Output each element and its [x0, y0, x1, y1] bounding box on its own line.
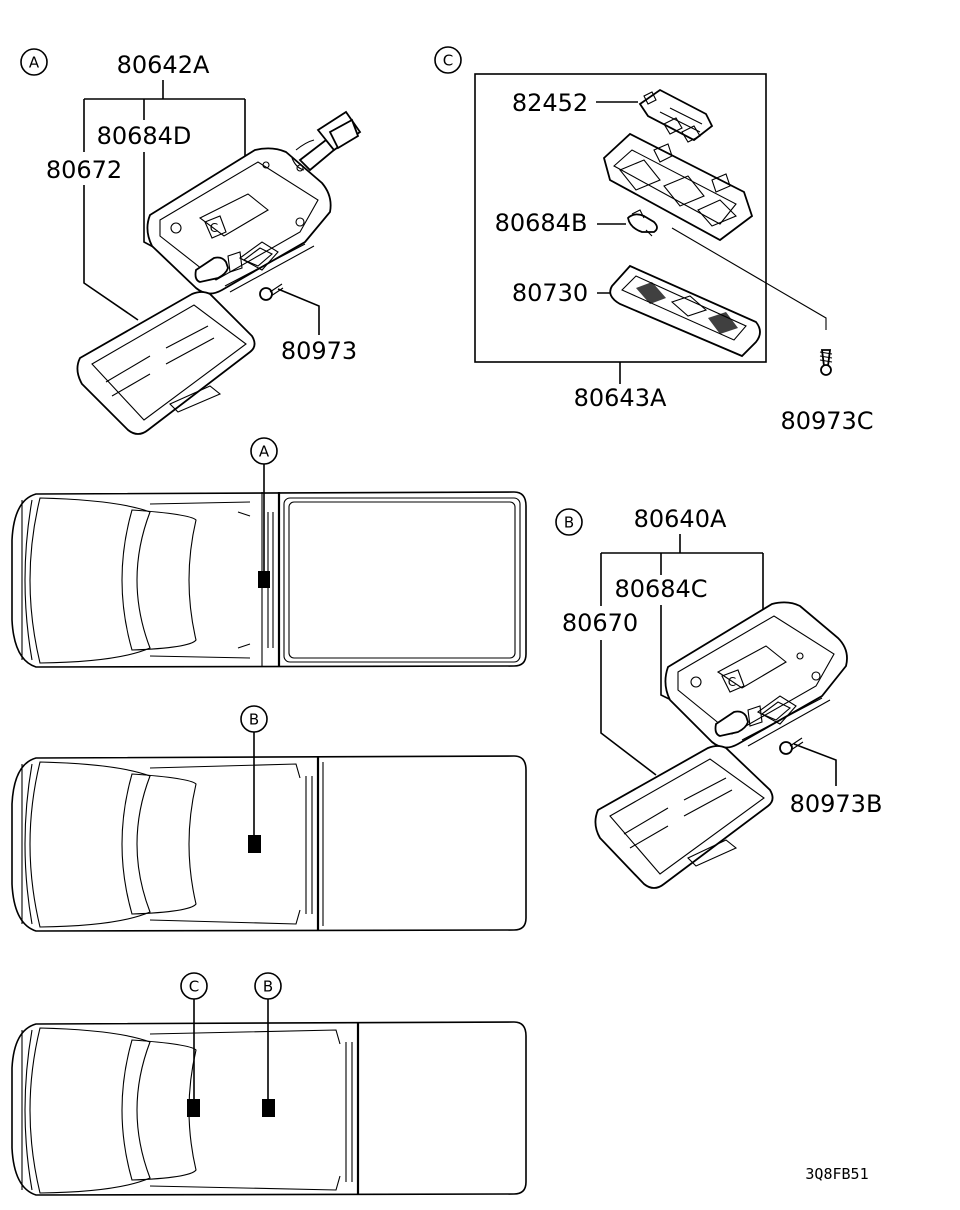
lamp-location-B: [248, 835, 261, 853]
truck-view-1: A: [11, 437, 527, 668]
screw-80973: [259, 283, 284, 301]
svg-text:C: C: [728, 675, 736, 689]
part-label-80973C: 80973C: [780, 407, 873, 435]
part-label-80643A: 80643A: [574, 384, 667, 412]
part-label-80684D: 80684D: [97, 122, 192, 150]
svg-text:C: C: [210, 221, 218, 235]
part-label-80730: 80730: [512, 279, 588, 307]
map-lamp-housing: [602, 132, 754, 242]
room-lamp-housing: C: [146, 147, 332, 295]
location-marker-C: C: [180, 972, 208, 1000]
part-label-80973B: 80973B: [790, 790, 883, 818]
location-marker-A: A: [250, 437, 278, 465]
screw-80973B: [779, 737, 804, 755]
svg-text:C: C: [189, 978, 199, 996]
lens-80730: [609, 264, 761, 358]
bulb-80684B: [627, 209, 658, 237]
room-lamp-housing-b: C: [664, 601, 848, 749]
svg-text:B: B: [564, 514, 574, 532]
part-label-80684C: 80684C: [614, 575, 707, 603]
section-b: B 80640A 80684C 80670 80973B C: [555, 505, 883, 889]
part-label-80672: 80672: [46, 156, 122, 184]
lens-80672: [76, 291, 256, 435]
screw-80973C: [819, 349, 833, 376]
truck-view-3: C B: [11, 972, 527, 1196]
section-c: C 82452 80684B 80730 80643A 80973C: [434, 46, 874, 435]
location-marker-B: B: [240, 705, 268, 733]
section-b-marker: B: [555, 508, 583, 536]
connector-82452: [638, 88, 714, 143]
lamp-location-A: [258, 571, 270, 588]
svg-text:C: C: [443, 52, 453, 70]
part-label-80973: 80973: [281, 337, 357, 365]
part-label-80642A: 80642A: [117, 51, 210, 79]
bulb-80684C: [714, 705, 763, 737]
lamp-location-B-view3: [262, 1099, 275, 1117]
section-a-marker: A: [20, 48, 48, 76]
lamp-location-C: [187, 1099, 200, 1117]
bulb-80684D: [194, 251, 243, 283]
svg-text:B: B: [263, 978, 273, 996]
truck-view-2: B: [11, 705, 527, 932]
part-label-80684B: 80684B: [495, 209, 588, 237]
location-marker-B-view3: B: [254, 972, 282, 1000]
diagram-code: 3Q8FB51: [805, 1165, 868, 1183]
svg-text:A: A: [29, 54, 40, 72]
section-c-marker: C: [434, 46, 462, 74]
section-a: A 80642A 80684D 80672 80973 C: [20, 48, 362, 435]
svg-text:A: A: [259, 443, 270, 461]
lens-80670: [594, 745, 774, 889]
wire-connector-a: [291, 110, 362, 172]
part-label-80670: 80670: [562, 609, 638, 637]
svg-text:B: B: [249, 711, 259, 729]
part-label-82452: 82452: [512, 89, 588, 117]
part-label-80640A: 80640A: [634, 505, 727, 533]
